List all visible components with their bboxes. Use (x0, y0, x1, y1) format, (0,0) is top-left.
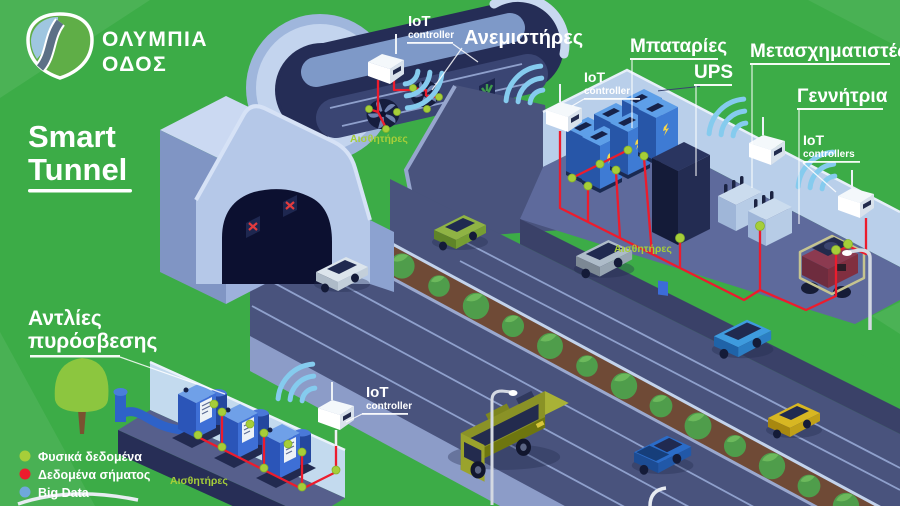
lane-sign-x (283, 195, 297, 217)
legend-item-signal-data: Δεδομένα σήματος (19, 468, 150, 482)
title-underline (28, 189, 132, 193)
equipment-sensor-cables (558, 131, 868, 312)
street-lamp (17, 492, 139, 506)
tunnel-portal (160, 96, 394, 304)
car-blue-pickup (631, 435, 694, 475)
callout-iot-controller-tunnel: IoT controller (407, 13, 479, 63)
callout-text: IoT (366, 384, 389, 401)
equipment-room (506, 66, 900, 434)
car-white-sedan (314, 257, 370, 293)
tunnel-opening (222, 189, 332, 284)
lane-sign-x (246, 216, 260, 238)
callout-text: controllers (803, 149, 855, 160)
callout-text: controller (584, 86, 630, 97)
median-strip (362, 240, 878, 506)
callout-fans: Ανεμιστήρες (431, 27, 583, 91)
green-gap (848, 300, 900, 372)
callout-generator: Γεννήτρια (797, 86, 888, 224)
callout-text: controller (408, 30, 454, 41)
callout-batteries: Μπαταρίες (630, 36, 727, 128)
callout-text: Γεννήτρια (797, 86, 888, 107)
callout-iot-controllers: IoT controllers (802, 132, 860, 193)
callout-text: UPS (694, 62, 733, 83)
callout-text: Μετασχηματιστές (750, 41, 900, 62)
callout-ups: UPS (694, 62, 733, 176)
street-lamp (648, 486, 667, 506)
car-yellow (766, 403, 822, 439)
bus (447, 390, 569, 482)
callout-text: Αντλίες (28, 307, 102, 330)
legend-dot-blue (19, 486, 31, 498)
legend-item-big-data: Big Data (19, 486, 90, 500)
water-pipe (113, 388, 189, 435)
road-shoulder (250, 336, 565, 506)
callout-text: Μπαταρίες (630, 36, 727, 57)
car-gray-suv (573, 239, 635, 279)
road-connector (406, 85, 562, 240)
logo: ΟΛΥΜΠΙΑ ΟΔΟΣ (26, 12, 208, 80)
logo-road (36, 19, 64, 71)
legend-dot-green (19, 450, 31, 462)
page-title: Smart Tunnel (28, 119, 132, 193)
sensors-label-tunnel: Αισθητήρες (350, 133, 408, 145)
callout-text: Ανεμιστήρες (464, 27, 583, 49)
tube-cut-rim (489, 0, 570, 59)
legend: Φυσικά δεδομένα Δεδομένα σήματος Big Dat… (19, 450, 150, 500)
car-blue-suv (711, 319, 774, 359)
legend-item-physical-data: Φυσικά δεδομένα (19, 450, 142, 464)
street-lamp (490, 389, 518, 505)
callout-iot-controller-pumps: IoT controller (345, 384, 412, 423)
car-green-sedan (432, 215, 488, 251)
legend-label: Δεδομένα σήματος (38, 468, 150, 482)
callout-text: IoT (584, 69, 605, 85)
callout-text: IoT (803, 132, 824, 148)
street-lamp (842, 248, 872, 330)
brand-name-line2: ΟΔΟΣ (102, 53, 167, 76)
callout-transformers: Μετασχηματιστές (750, 41, 900, 188)
callouts: IoT controller Ανεμιστήρες IoT controlle… (28, 13, 900, 487)
fire-pump-room (113, 360, 354, 506)
legend-label: Φυσικά δεδομένα (38, 450, 142, 464)
legend-label: Big Data (38, 486, 90, 500)
legend-dot-red (19, 468, 31, 480)
callout-fire-pumps: Αντλίες πυρόσβεσης (28, 307, 226, 395)
brand-name-line1: ΟΛΥΜΠΙΑ (102, 28, 208, 51)
title-line2: Tunnel (28, 152, 127, 187)
callout-text: IoT (408, 13, 431, 30)
tube-ceiling (301, 13, 525, 87)
sensors-label-pumps: Αισθητήρες (170, 475, 228, 487)
ups-screen (658, 280, 668, 296)
pump-sensor-cables (193, 399, 341, 492)
callout-text: πυρόσβεσης (28, 330, 157, 353)
sensors-label-equipment: Αισθητήρες (614, 243, 672, 255)
callout-iot-controller-batteries: IoT controller (571, 69, 640, 107)
title-line1: Smart (28, 119, 116, 154)
callout-text: controller (366, 401, 412, 412)
vehicles (314, 215, 822, 482)
tree (54, 358, 109, 434)
